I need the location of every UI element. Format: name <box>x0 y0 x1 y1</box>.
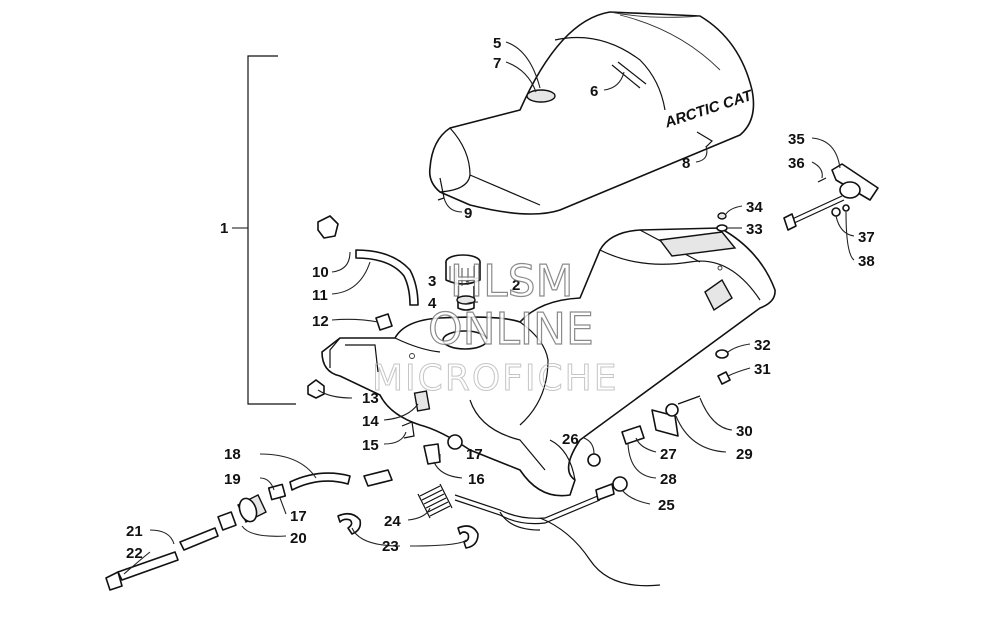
vent-hose <box>317 215 419 306</box>
callout-14: 14 <box>362 413 379 430</box>
gas-cap <box>445 254 481 311</box>
callout-27: 27 <box>660 446 677 463</box>
bolt <box>677 395 701 405</box>
callout-36: 36 <box>788 155 805 172</box>
callout-9: 9 <box>464 205 472 222</box>
clamp <box>401 421 415 439</box>
callout-37: 37 <box>858 229 875 246</box>
grommet-32 <box>715 349 729 359</box>
fuel-line <box>105 469 393 591</box>
bolt-31 <box>717 371 731 385</box>
callout-6: 6 <box>590 83 598 100</box>
callout-25: 25 <box>658 497 675 514</box>
callout-3: 3 <box>428 273 436 290</box>
nut-34 <box>717 212 727 220</box>
throttle-cable <box>454 476 661 587</box>
callout-29: 29 <box>736 446 753 463</box>
seat: ARCTIC CAT <box>428 11 756 215</box>
callout-2: 2 <box>512 277 520 294</box>
callout-24: 24 <box>384 513 401 530</box>
gas-tank <box>321 227 776 497</box>
callout-31: 31 <box>754 361 771 378</box>
callout-26: 26 <box>562 431 579 448</box>
watermark-line1: HLSM <box>450 256 574 307</box>
callout-19: 19 <box>224 471 241 488</box>
callout-38: 38 <box>858 253 875 270</box>
watermark-line2: ONLINE <box>428 304 594 355</box>
fitting <box>375 313 393 331</box>
callout-33: 33 <box>746 221 763 238</box>
callout-11: 11 <box>312 287 328 304</box>
callout-10: 10 <box>312 264 329 281</box>
callout-22: 22 <box>126 545 143 562</box>
callout-28: 28 <box>660 471 677 488</box>
callout-15: 15 <box>362 437 379 454</box>
fuel-gauge <box>783 163 879 231</box>
callout-12: 12 <box>312 313 329 330</box>
callout-13: 13 <box>362 390 379 407</box>
sensor <box>621 425 645 445</box>
fuel-valve <box>423 434 463 465</box>
callout-5: 5 <box>493 35 501 52</box>
callout-20: 20 <box>290 530 307 547</box>
callout-21: 21 <box>126 523 143 540</box>
watermark-line3: MICROFICHE <box>372 358 618 399</box>
clip-left <box>337 512 362 535</box>
callout-30: 30 <box>736 423 753 440</box>
callout-8: 8 <box>682 155 690 172</box>
callout-34: 34 <box>746 199 763 216</box>
watermark: HLSM ONLINE MICROFICHE <box>372 255 618 399</box>
callout-32: 32 <box>754 337 771 354</box>
callout-18: 18 <box>224 446 241 463</box>
callout-35: 35 <box>788 131 805 148</box>
callout-17a: 17 <box>466 446 483 463</box>
callout-1: 1 <box>220 220 228 237</box>
grommet <box>587 453 601 467</box>
callout-labels: 1 2 3 4 5 6 7 8 9 10 11 12 13 14 15 16 1… <box>126 35 875 562</box>
assembly-bracket <box>247 55 296 405</box>
callout-16: 16 <box>468 471 485 488</box>
callout-17b: 17 <box>290 508 307 525</box>
spring <box>417 483 453 519</box>
screw <box>307 379 325 399</box>
leader-lines <box>123 41 855 575</box>
callout-7: 7 <box>493 55 501 72</box>
washer-33 <box>716 224 728 232</box>
callout-4: 4 <box>428 295 437 312</box>
callout-23: 23 <box>382 538 399 555</box>
clip-right <box>457 525 479 549</box>
washer <box>665 403 679 417</box>
